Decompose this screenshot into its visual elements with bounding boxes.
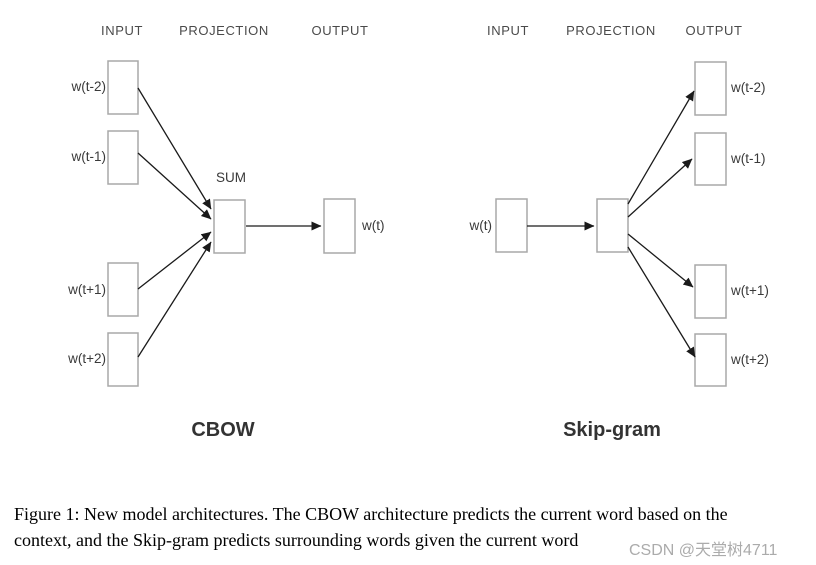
cbow-arrow-wt+1 xyxy=(137,231,212,290)
cbow-input-label-wt+2: w(t+2) xyxy=(68,351,106,366)
skipgram-input-label: w(t) xyxy=(469,218,493,233)
skipgram-output-box-wt+2 xyxy=(694,333,727,387)
skipgram-output-box-wt-1 xyxy=(694,132,727,186)
cbow-arrow-wt+2 xyxy=(137,241,212,358)
cbow-projection-box xyxy=(213,199,246,254)
cbow-input-box-wt-1 xyxy=(107,130,139,185)
cbow-header-input: INPUT xyxy=(101,23,143,38)
cbow-input-label-wt-1: w(t-1) xyxy=(71,149,107,164)
skipgram-arrow-wt-2 xyxy=(627,90,695,205)
cbow-header-output: OUTPUT xyxy=(311,23,369,38)
cbow-input-label-wt-2: w(t-2) xyxy=(71,79,107,94)
cbow-input-box-wt+2 xyxy=(107,332,139,387)
skipgram-projection-box xyxy=(596,198,629,253)
skipgram-output-label-wt+1: w(t+1) xyxy=(731,283,769,298)
skipgram-output-box-wt+1 xyxy=(694,264,727,319)
cbow-output-label: w(t) xyxy=(362,218,385,233)
skipgram-input-box xyxy=(495,198,528,253)
cbow-header-projection: PROJECTION xyxy=(179,23,269,38)
cbow-input-box-wt-2 xyxy=(107,60,139,115)
skipgram-output-box-wt-2 xyxy=(694,61,727,116)
figure-caption-line2: context, and the Skip-gram predicts surr… xyxy=(14,529,579,550)
cbow-output-box xyxy=(323,198,356,254)
skipgram-header-input: INPUT xyxy=(487,23,529,38)
figure-caption-line1: Figure 1: New model architectures. The C… xyxy=(14,504,728,524)
skipgram-output-label-wt+2: w(t+2) xyxy=(731,352,769,367)
skipgram-header-projection: PROJECTION xyxy=(566,23,656,38)
skipgram-header-output: OUTPUT xyxy=(685,23,743,38)
architecture-diagram xyxy=(107,60,727,387)
cbow-sum-label: SUM xyxy=(216,170,246,185)
cbow-input-label-wt+1: w(t+1) xyxy=(68,282,106,297)
cbow-arrow-wt-1 xyxy=(137,152,212,220)
skipgram-arrow-wt-1 xyxy=(627,158,693,218)
skipgram-title: Skip-gram xyxy=(563,419,661,441)
cbow-title: CBOW xyxy=(191,419,255,441)
skipgram-output-label-wt-2: w(t-2) xyxy=(731,80,766,95)
csdn-watermark: CSDN @天堂树4711 xyxy=(629,542,778,559)
skipgram-arrow-wt+1 xyxy=(627,233,694,288)
figure-caption: Figure 1: New model architectures. The C… xyxy=(14,502,806,553)
skipgram-arrow-wt+2 xyxy=(627,246,696,358)
cbow-arrow-wt-2 xyxy=(137,87,212,210)
skipgram-output-label-wt-1: w(t-1) xyxy=(731,151,766,166)
cbow-input-box-wt+1 xyxy=(107,262,139,317)
